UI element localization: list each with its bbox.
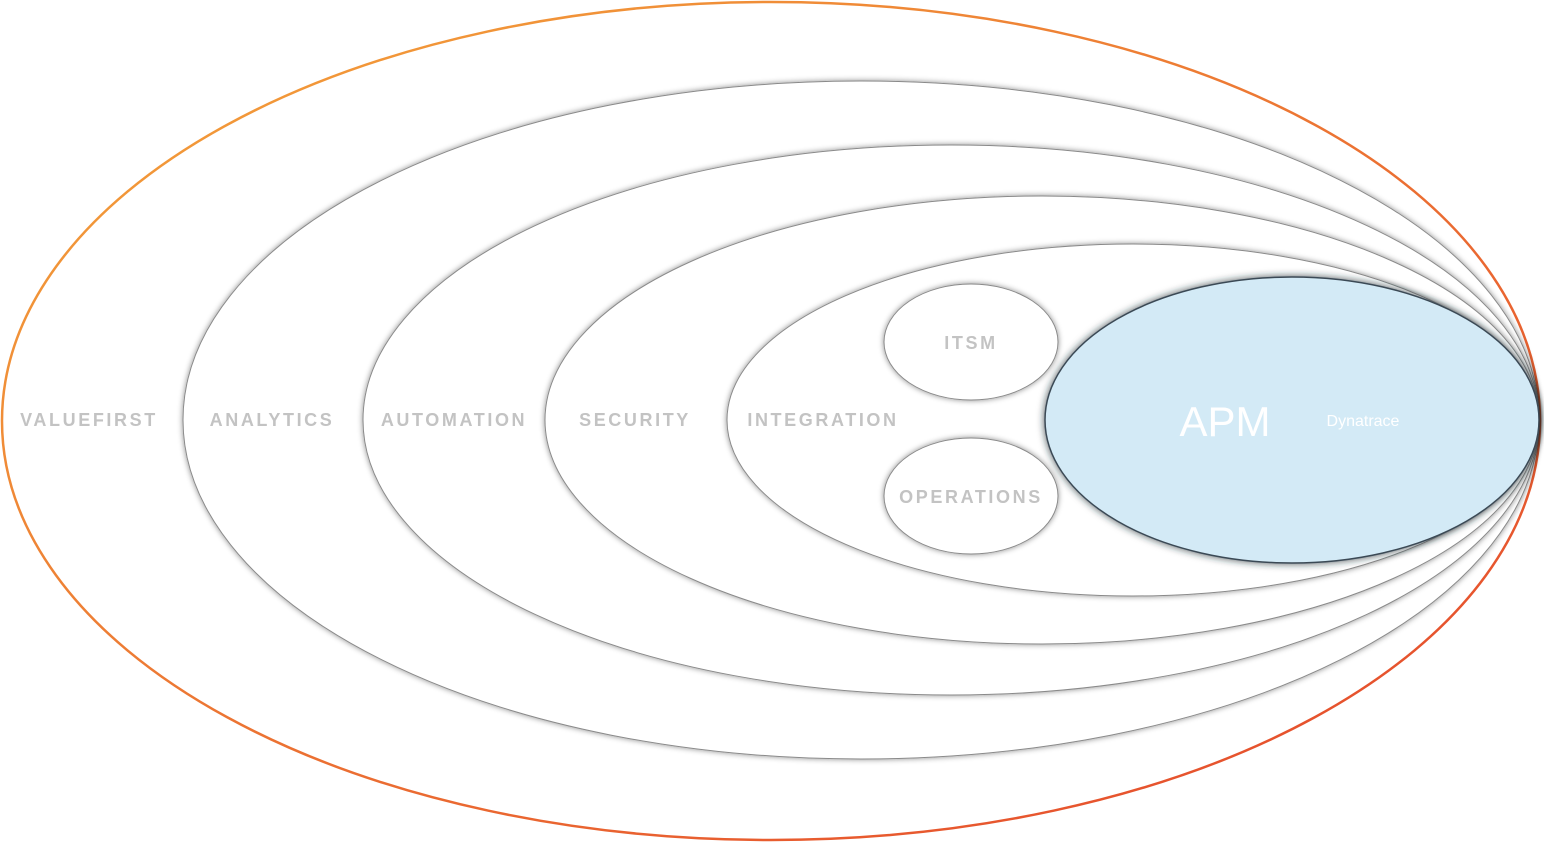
ring-label-analytics: ANALYTICS [210, 410, 335, 430]
ring-label-automation: AUTOMATION [381, 410, 527, 430]
node-itsm-shape [883, 283, 1059, 401]
node-operations-label: OPERATIONS [899, 487, 1043, 507]
core-apm-shape [1044, 276, 1540, 564]
node-itsm-label: ITSM [944, 333, 997, 353]
node-itsm: ITSM [883, 283, 1059, 401]
core-apm: APM Dynatrace [1044, 276, 1540, 564]
ring-label-security: SECURITY [579, 410, 691, 430]
node-operations: OPERATIONS [883, 437, 1059, 555]
ring-label-valuefirst: VALUEFIRST [20, 410, 158, 430]
node-operations-shape [883, 437, 1059, 555]
ring-label-integration: INTEGRATION [747, 410, 898, 430]
core-apm-sublabel: Dynatrace [1327, 413, 1400, 430]
core-apm-label: APM [1179, 398, 1270, 445]
